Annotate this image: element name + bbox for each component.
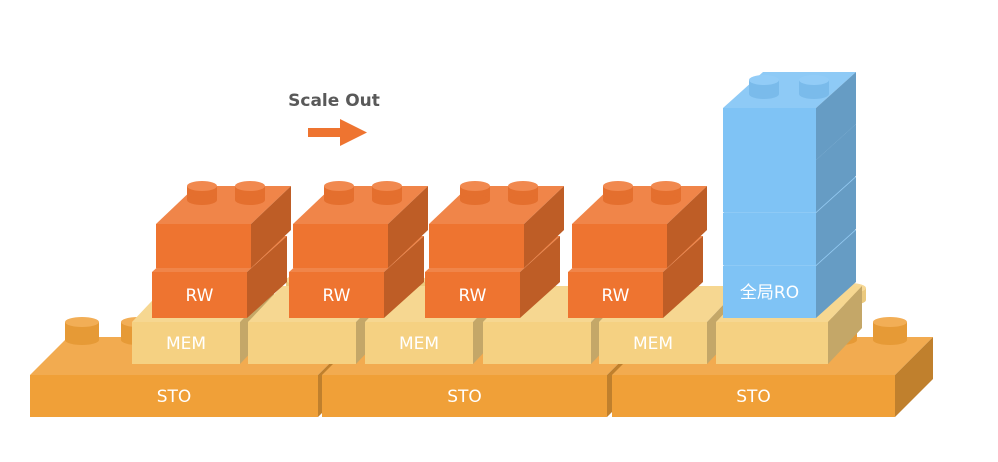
brick-front-face	[723, 213, 816, 265]
brick-stud	[65, 317, 99, 345]
brick-front-face	[612, 375, 895, 417]
brick-front-face	[723, 266, 816, 318]
brick-side-face	[816, 72, 856, 160]
brick-side-face	[251, 186, 291, 268]
brick-front-face	[483, 322, 591, 364]
brick-front-face	[723, 108, 816, 160]
brick-side-face	[816, 177, 856, 265]
brick-front-face	[568, 272, 663, 318]
brick-side-face	[816, 124, 856, 212]
brick-front-face	[289, 272, 384, 318]
mem-label: MEM	[399, 334, 439, 354]
mem-label: MEM	[633, 334, 673, 354]
rw-label: RW	[186, 286, 214, 306]
brick-stud	[460, 181, 490, 205]
sto-label: STO	[736, 387, 771, 407]
brick-front-face	[248, 322, 356, 364]
scale-out-indicator: Scale Out	[288, 91, 380, 146]
sto-label: STO	[447, 387, 482, 407]
brick-stud	[324, 181, 354, 205]
brick-stud	[749, 75, 779, 99]
brick-front-face	[156, 224, 251, 268]
rw-label: RW	[323, 286, 351, 306]
brick-side-face	[388, 186, 428, 268]
rw-column-3: RW	[425, 181, 564, 318]
brick-stud	[651, 181, 681, 205]
mem-label: MEM	[166, 334, 206, 354]
brick-stud	[799, 75, 829, 99]
brick-front-face	[293, 224, 388, 268]
brick-stud	[873, 317, 907, 345]
rw-upper-block	[156, 181, 291, 268]
brick-stud	[508, 181, 538, 205]
brick-side-face	[524, 186, 564, 268]
brick-side-face	[895, 337, 933, 417]
brick-front-face	[152, 272, 247, 318]
brick-front-face	[365, 322, 473, 364]
rw-label: RW	[459, 286, 487, 306]
brick-side-face	[667, 186, 707, 268]
brick-side-face	[828, 286, 862, 364]
brick-front-face	[723, 160, 816, 212]
sto-label: STO	[157, 387, 192, 407]
brick-side-face	[520, 236, 560, 318]
read-write-layer: RW RW RW RW	[152, 181, 707, 318]
brick-stud	[372, 181, 402, 205]
brick-front-face	[572, 224, 667, 268]
brick-front-face	[322, 375, 607, 417]
brick-stud	[187, 181, 217, 205]
brick-stud	[235, 181, 265, 205]
right-arrow-icon	[308, 119, 367, 146]
rw-column-1: RW	[152, 181, 291, 318]
brick-front-face	[425, 272, 520, 318]
brick-front-face	[429, 224, 524, 268]
brick-side-face	[384, 236, 424, 318]
global-read-only-stack: 全局RO	[723, 72, 856, 318]
brick-front-face	[716, 322, 828, 364]
brick-side-face	[816, 230, 856, 318]
rw-column-4: RW	[568, 181, 707, 318]
brick-side-face	[663, 236, 703, 318]
brick-front-face	[30, 375, 318, 417]
scale-out-title: Scale Out	[288, 91, 380, 111]
brick-front-face	[132, 322, 240, 364]
ro-block-4	[723, 72, 856, 160]
brick-stud	[603, 181, 633, 205]
rw-label: RW	[602, 286, 630, 306]
ro-label: 全局RO	[740, 283, 799, 303]
brick-front-face	[599, 322, 707, 364]
rw-upper-block	[429, 181, 564, 268]
rw-upper-block	[572, 181, 707, 268]
rw-column-2: RW	[289, 181, 428, 318]
brick-side-face	[247, 236, 287, 318]
rw-upper-block	[293, 181, 428, 268]
